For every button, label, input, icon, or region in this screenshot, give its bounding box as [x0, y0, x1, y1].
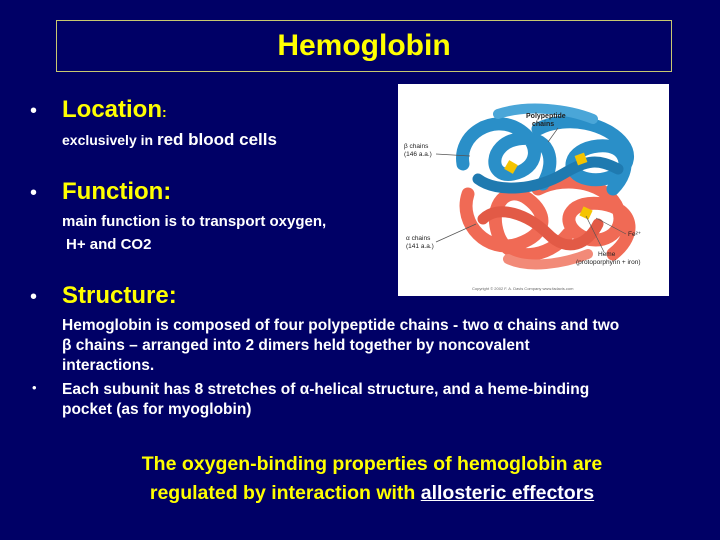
- location-heading: Location:: [62, 96, 167, 124]
- bullet-dot: •: [30, 286, 38, 308]
- allosteric-effectors-link[interactable]: allosteric effectors: [420, 482, 595, 504]
- location-text-strong: red blood cells: [156, 130, 277, 149]
- subunit-paragraph: Each subunit has 8 stretches of α-helica…: [62, 380, 589, 420]
- location-colon: :: [162, 104, 167, 120]
- location-text: exclusively in red blood cells: [62, 130, 277, 150]
- bullet-dot: •: [30, 182, 38, 204]
- location-heading-text: Location: [62, 96, 162, 123]
- footer-line-2: regulated by interaction with allosteric…: [40, 479, 704, 508]
- subunit-line-1: Each subunit has 8 stretches of α-helica…: [62, 381, 590, 398]
- structure-paragraph: Hemoglobin is composed of four polypepti…: [62, 316, 619, 376]
- footer-line-2-prefix: regulated by interaction with: [149, 482, 421, 504]
- structure-line-3: interactions.: [62, 357, 155, 374]
- figure-copyright: Copyright © 2002 F. A. Davis Company www…: [472, 286, 574, 291]
- footer-line-1: The oxygen-binding properties of hemoglo…: [141, 453, 603, 475]
- location-text-prefix: exclusively in: [62, 132, 157, 148]
- slide-title: Hemoglobin: [277, 29, 451, 62]
- function-line-1: main function is to transport oxygen,: [62, 213, 327, 230]
- subunit-line-2: pocket (as for myoglobin): [62, 401, 252, 418]
- label-fe: Fe²⁺: [628, 231, 642, 238]
- title-box: Hemoglobin: [56, 20, 672, 72]
- alpha-chains: [459, 175, 636, 270]
- function-heading: Function:: [62, 178, 172, 205]
- structure-line-2: β chains – arranged into 2 dimers held t…: [62, 337, 530, 354]
- function-line-2: H+ and CO2: [66, 236, 152, 253]
- bullet-dot: •: [30, 100, 38, 122]
- structure-heading: Structure:: [62, 282, 177, 309]
- label-alpha-chains: α chains(141 a.a.): [406, 235, 434, 250]
- beta-chains: [456, 103, 634, 196]
- bullet-dot: •: [32, 380, 37, 395]
- heme-groups: [504, 152, 593, 220]
- label-leader-lines: [435, 127, 627, 253]
- label-beta-chains: β chains(146 a.a.): [404, 143, 432, 158]
- label-heme: Heme(protoporphyrin + iron): [576, 251, 641, 266]
- structure-line-1: Hemoglobin is composed of four polypepti…: [62, 317, 620, 334]
